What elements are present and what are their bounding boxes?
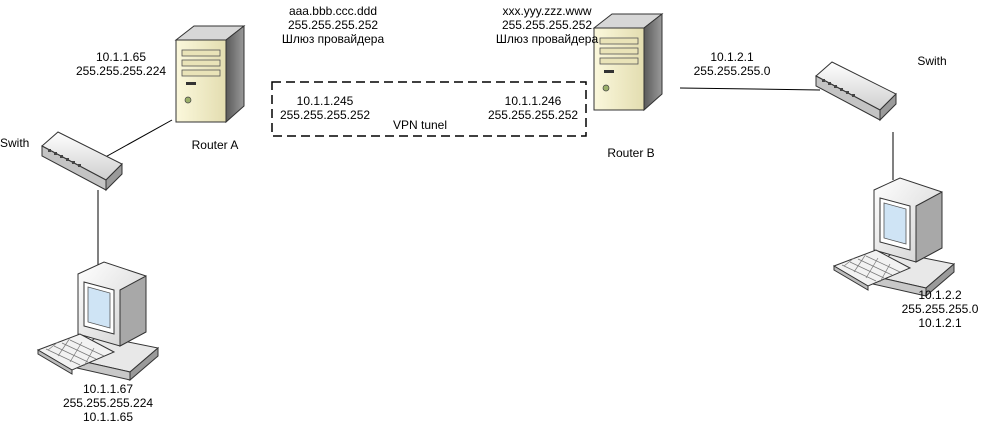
switch-right-label: Swith	[917, 54, 947, 68]
router-b-wan-gateway: Шлюз провайдера	[495, 32, 599, 46]
pc-left-gateway: 10.1.1.65	[82, 410, 134, 424]
link-routerB-switch-right	[679, 87, 821, 91]
router-b-wan-mask: 255.255.255.252	[501, 18, 593, 32]
pc-right-ip: 10.1.2.2	[918, 288, 962, 302]
router-b-lan-ip: 10.1.2.1	[710, 50, 754, 64]
router-a-vpn-label: 10.1.1.245 255.255.255.252	[272, 94, 378, 122]
vpn-tunnel-label: VPN tunel	[392, 118, 448, 132]
router-a-vpn-ip: 10.1.1.245	[296, 94, 354, 108]
router-b-wan-label: xxx.yyy.zzz.www 255.255.255.252 Шлюз про…	[472, 4, 622, 46]
router-b-vpn-ip: 10.1.1.246	[504, 94, 562, 108]
router-a-wan-mask: 255.255.255.252	[287, 18, 379, 32]
router-b-lan-label: 10.1.2.1 255.255.255.0	[680, 50, 784, 78]
router-a-wan-gateway: Шлюз провайдера	[281, 32, 385, 46]
router-a-vpn-mask: 255.255.255.252	[279, 108, 371, 122]
router-b-name: Router B	[607, 146, 655, 160]
link-routerA-switch-left	[99, 119, 173, 161]
router-a-server-icon	[175, 25, 245, 123]
router-b-vpn-label: 10.1.1.246 255.255.255.252	[478, 94, 588, 122]
switch-right-icon	[815, 61, 897, 121]
pc-right-gateway: 10.1.2.1	[918, 316, 962, 330]
router-a-lan-ip: 10.1.1.65	[95, 50, 147, 64]
router-a-wan-ip: aaa.bbb.ccc.ddd	[288, 4, 378, 18]
router-a-wan-label: aaa.bbb.ccc.ddd 255.255.255.252 Шлюз про…	[258, 4, 408, 46]
pc-left-mask: 255.255.255.224	[62, 396, 154, 410]
pc-right-mask: 255.255.255.0	[901, 302, 979, 316]
router-b-lan-mask: 255.255.255.0	[693, 64, 771, 78]
pc-left-icon	[37, 261, 159, 381]
router-b-vpn-mask: 255.255.255.252	[487, 108, 579, 122]
router-a-lan-mask: 255.255.255.224	[75, 64, 167, 78]
pc-left-label: 10.1.1.67 255.255.255.224 10.1.1.65	[50, 382, 166, 424]
vpn-tunnel-box	[271, 81, 587, 137]
router-a-lan-label: 10.1.1.65 255.255.255.224	[66, 50, 176, 78]
switch-left-label: Swith	[0, 136, 30, 150]
router-a-name: Router A	[191, 138, 239, 152]
router-b-wan-ip: xxx.yyy.zzz.www	[502, 4, 592, 18]
pc-left-ip: 10.1.1.67	[82, 382, 134, 396]
pc-right-label: 10.1.2.2 255.255.255.0 10.1.2.1	[890, 288, 990, 330]
switch-left-icon	[41, 131, 123, 191]
pc-right-icon	[833, 177, 955, 297]
